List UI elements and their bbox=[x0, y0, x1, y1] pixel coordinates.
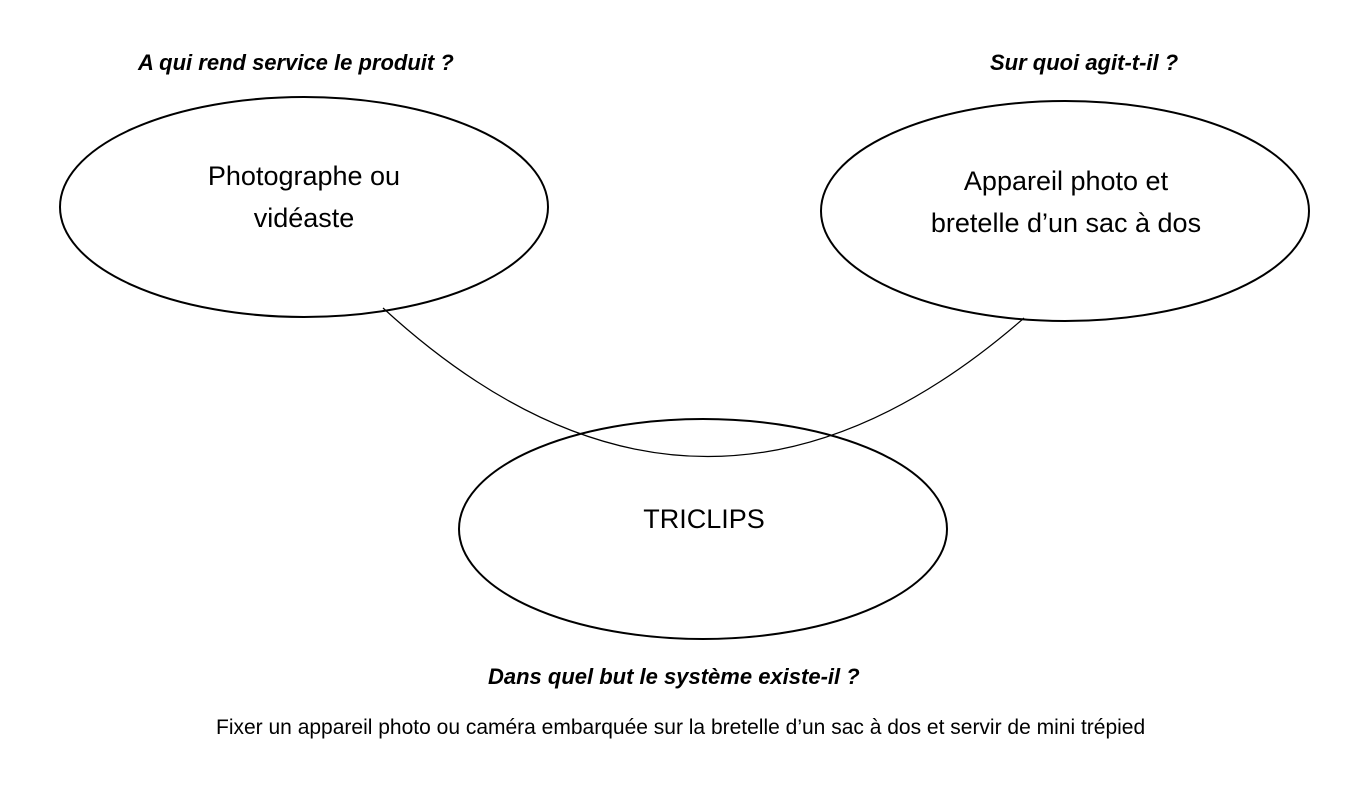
question-who: A qui rend service le produit ? bbox=[138, 50, 454, 75]
purpose-statement: Fixer un appareil photo ou caméra embarq… bbox=[216, 716, 1146, 739]
user-node-line1: Photographe ou bbox=[207, 161, 401, 191]
connection-arc bbox=[382, 307, 1025, 458]
product-node-text: TRICLIPS bbox=[580, 498, 828, 540]
question-why: Dans quel but le système existe-il ? bbox=[488, 664, 860, 689]
object-node-text: Appareil photo et bretelle d’un sac à do… bbox=[900, 160, 1232, 244]
user-node-text: Photographe ou vidéaste bbox=[180, 155, 428, 239]
user-node-line2: vidéaste bbox=[253, 203, 355, 233]
object-node-line2: bretelle d’un sac à dos bbox=[930, 208, 1202, 238]
object-node-line1: Appareil photo et bbox=[963, 166, 1169, 196]
product-ellipse bbox=[458, 418, 948, 640]
object-ellipse bbox=[820, 100, 1310, 322]
user-ellipse bbox=[59, 96, 549, 318]
product-node-label: TRICLIPS bbox=[643, 504, 765, 534]
question-what: Sur quoi agit-t-il ? bbox=[990, 50, 1179, 75]
